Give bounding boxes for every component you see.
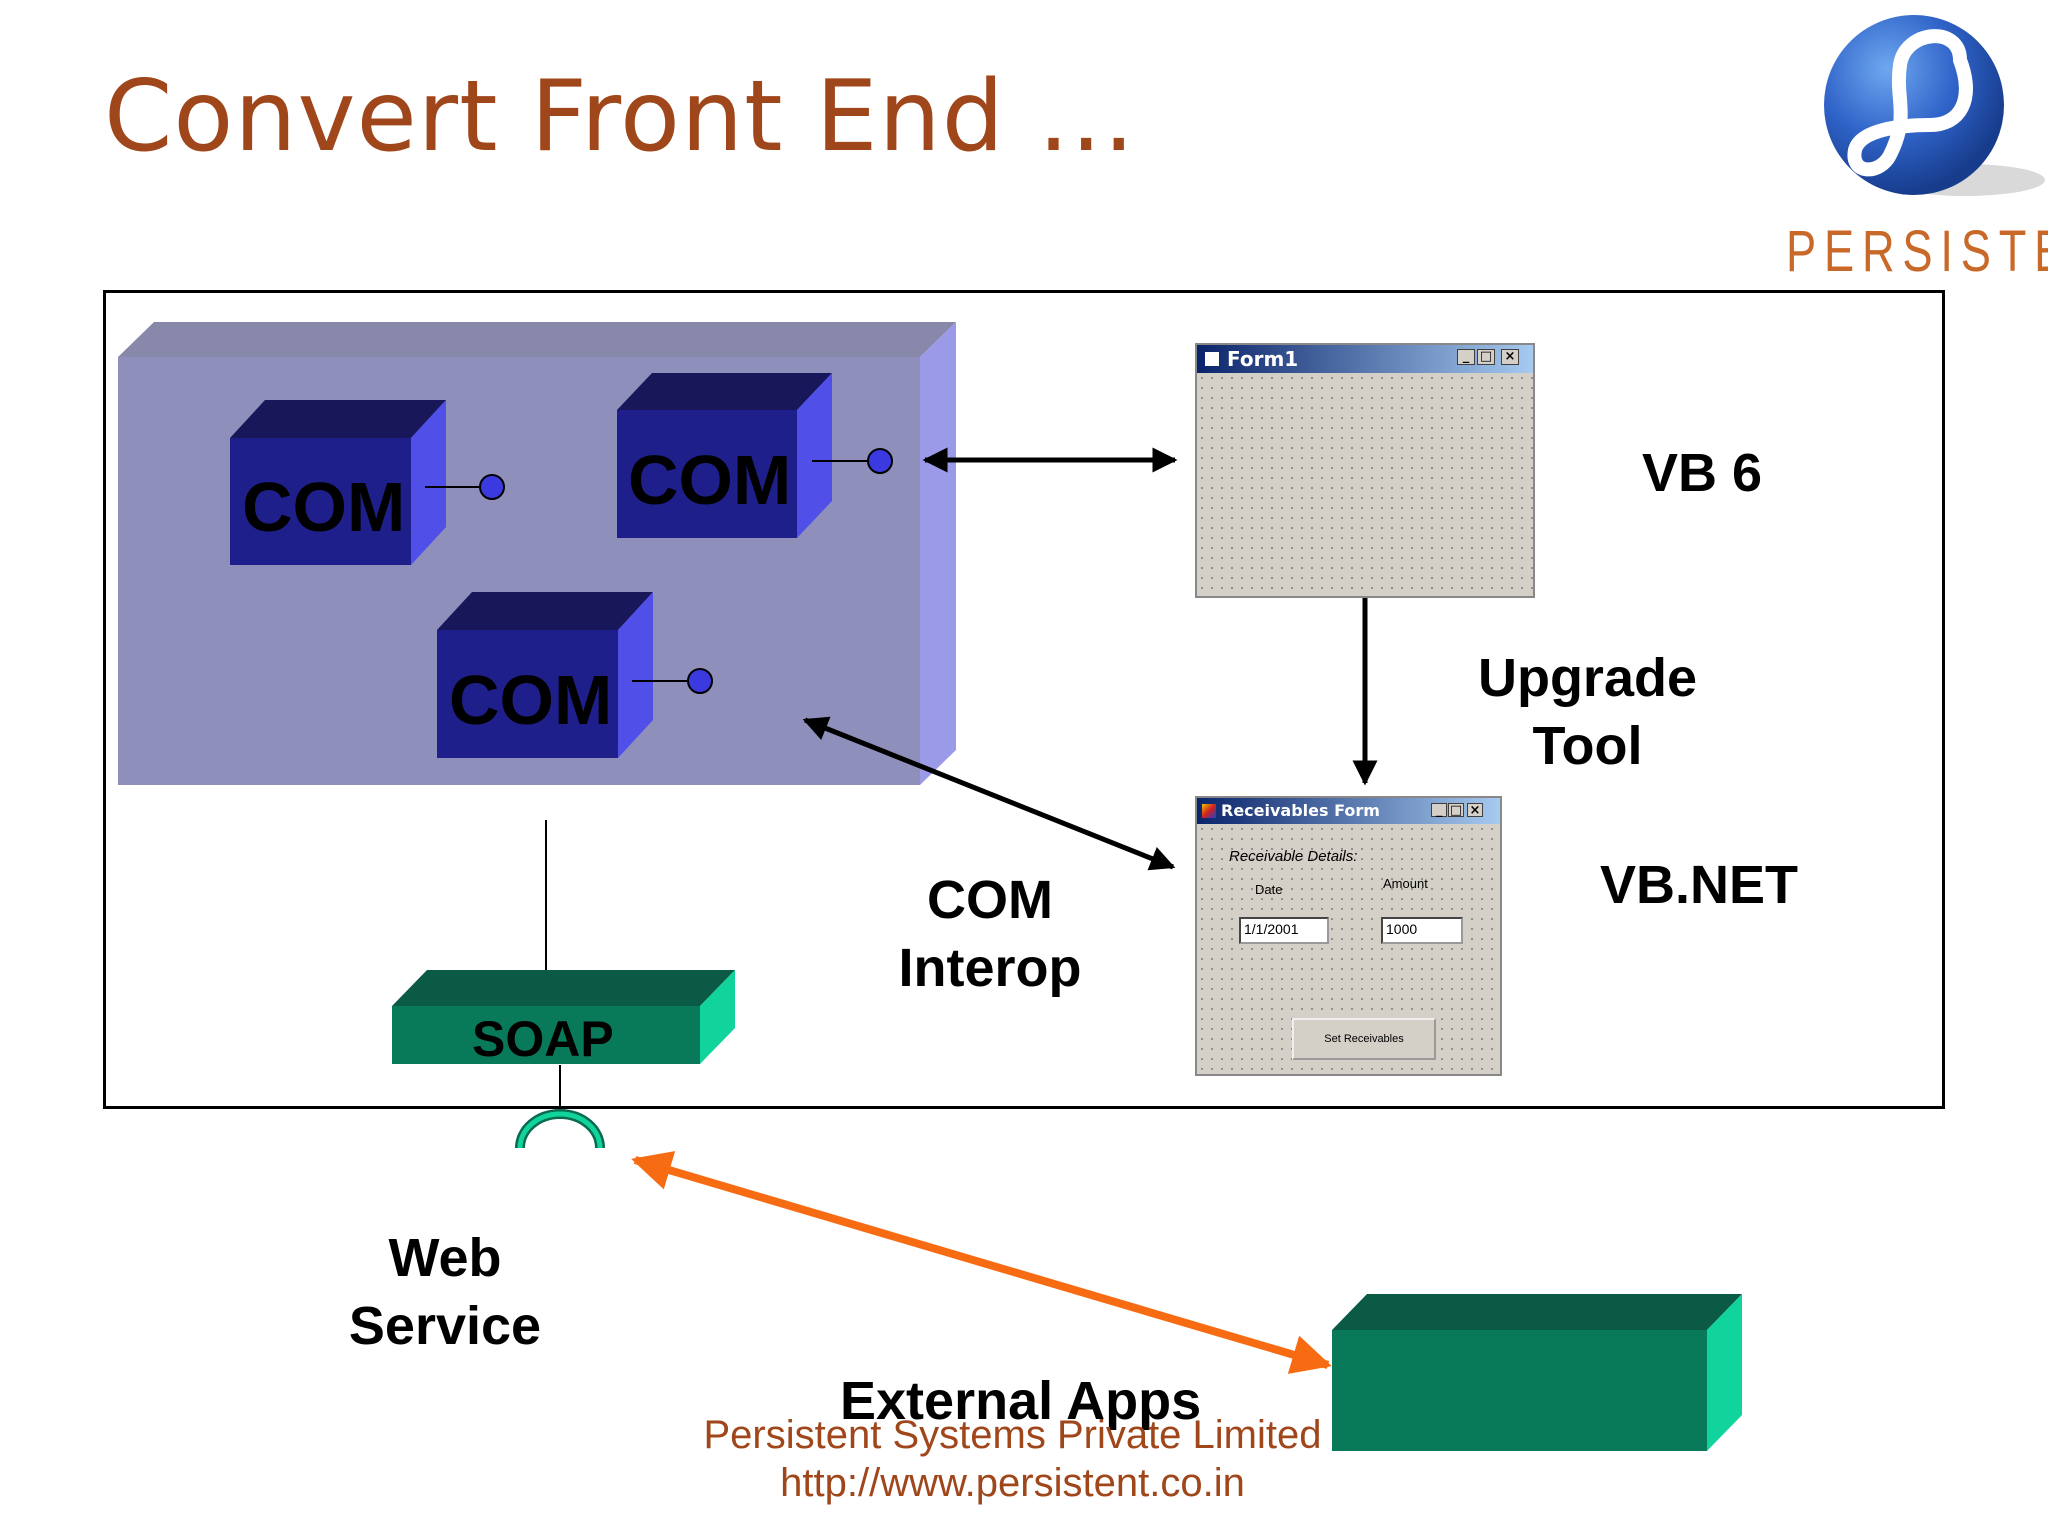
com-cube-2 [617, 373, 832, 538]
vbnet-form-window: Receivables Form _ □ × Receivable Detail… [1195, 796, 1502, 1076]
com-label-3: COM [449, 661, 613, 739]
upgrade-tool-label: Upgrade Tool [1470, 645, 1705, 780]
vb6-form-window: Form1 _ □ × [1195, 343, 1535, 598]
soap-label: SOAP [472, 1011, 614, 1067]
upgrade-tool-line-2: Tool [1532, 715, 1643, 776]
external-apps-arrow [631, 1151, 1332, 1374]
vb6-label: VB 6 [1642, 443, 1763, 503]
close-icon[interactable]: × [1467, 803, 1483, 818]
web-service-label: Web Service [330, 1225, 560, 1360]
close-icon[interactable]: × [1501, 349, 1519, 365]
com-label-1: COM [242, 468, 406, 546]
vbnet-form-title: Receivables Form [1221, 801, 1380, 820]
amount-field[interactable]: 1000 [1381, 917, 1463, 944]
web-service-socket-icon [515, 1109, 605, 1149]
minimize-icon[interactable]: _ [1431, 803, 1447, 818]
form-icon [1205, 352, 1219, 366]
footer-url-link[interactable]: http://www.persistent.co.in [780, 1461, 1245, 1505]
logo-wordmark: PERSISTENT [1786, 219, 2048, 284]
com-interop-label: COM Interop [880, 867, 1100, 1002]
footer-company: Persistent Systems Private Limited [703, 1413, 1322, 1457]
maximize-icon[interactable]: □ [1477, 349, 1495, 365]
com-cube-3 [437, 592, 653, 758]
diagram-frame [103, 290, 1945, 1109]
web-service-line-2: Service [348, 1295, 542, 1356]
soap-box [392, 970, 735, 1064]
vb6-form-title: Form1 [1227, 347, 1299, 371]
external-apps-box [1332, 1294, 1742, 1451]
slide-title: Convert Front End … [104, 60, 1137, 174]
external-apps-label: External Apps [840, 1371, 1202, 1431]
maximize-icon[interactable]: □ [1448, 803, 1464, 818]
com-cube-1 [230, 400, 446, 565]
web-service-line-1: Web [388, 1228, 502, 1288]
vbnet-label: VB.NET [1600, 855, 1799, 915]
receivable-details-label: Receivable Details: [1229, 848, 1358, 865]
persistent-logo-icon [1824, 15, 2045, 196]
upgrade-tool-line-1: Upgrade [1477, 648, 1698, 708]
date-label: Date [1255, 882, 1283, 897]
set-receivables-button[interactable]: Set Receivables [1292, 1018, 1436, 1060]
minimize-icon[interactable]: _ [1457, 349, 1475, 365]
com-interop-line-1: COM [927, 870, 1053, 930]
date-field[interactable]: 1/1/2001 [1239, 917, 1329, 944]
form-icon [1202, 804, 1216, 818]
amount-label: Amount [1383, 876, 1428, 891]
com-interop-arrow [802, 716, 1176, 871]
com-label-2: COM [628, 441, 792, 519]
com-interop-line-2: Interop [898, 937, 1082, 998]
com-interface-lollipops [425, 448, 893, 694]
